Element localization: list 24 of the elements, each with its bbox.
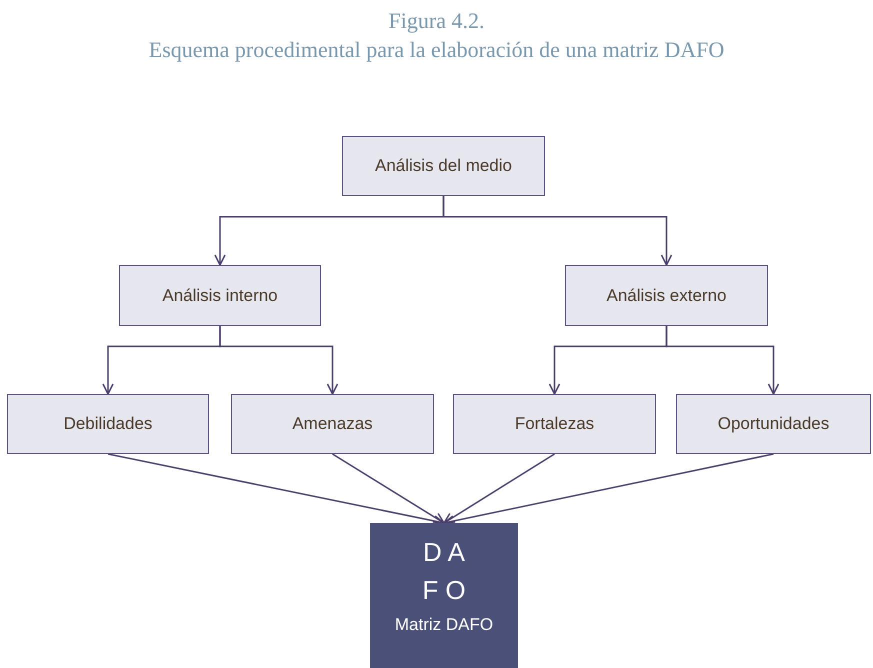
process-box [676, 394, 871, 454]
arrow [666, 326, 780, 395]
matrix-title: Matriz DAFO [394, 615, 494, 635]
arrow [332, 453, 445, 524]
process-box [231, 394, 434, 454]
arrow [219, 326, 338, 395]
arrow [443, 453, 555, 524]
box-label: Análisis interno [162, 286, 278, 306]
box-label: Amenazas [292, 414, 373, 434]
matrix-letters: D A F O [421, 536, 467, 607]
box-label: Fortalezas [514, 414, 594, 434]
process-box [119, 265, 321, 326]
arrow [442, 196, 672, 266]
box-label: Debilidades [64, 414, 152, 434]
process-box [565, 265, 768, 326]
figure-caption: Esquema procedimental para la elaboración de una matriz DAFO [148, 37, 726, 63]
process-box [7, 394, 209, 454]
box-label: Oportunidades [718, 414, 830, 434]
result-box [370, 523, 518, 668]
box-label: Análisis externo [606, 286, 726, 306]
process-box [342, 136, 545, 196]
box-label: Análisis del medio [374, 156, 512, 176]
figure-number: Figura 4.2. [388, 8, 486, 34]
process-box [453, 394, 656, 454]
